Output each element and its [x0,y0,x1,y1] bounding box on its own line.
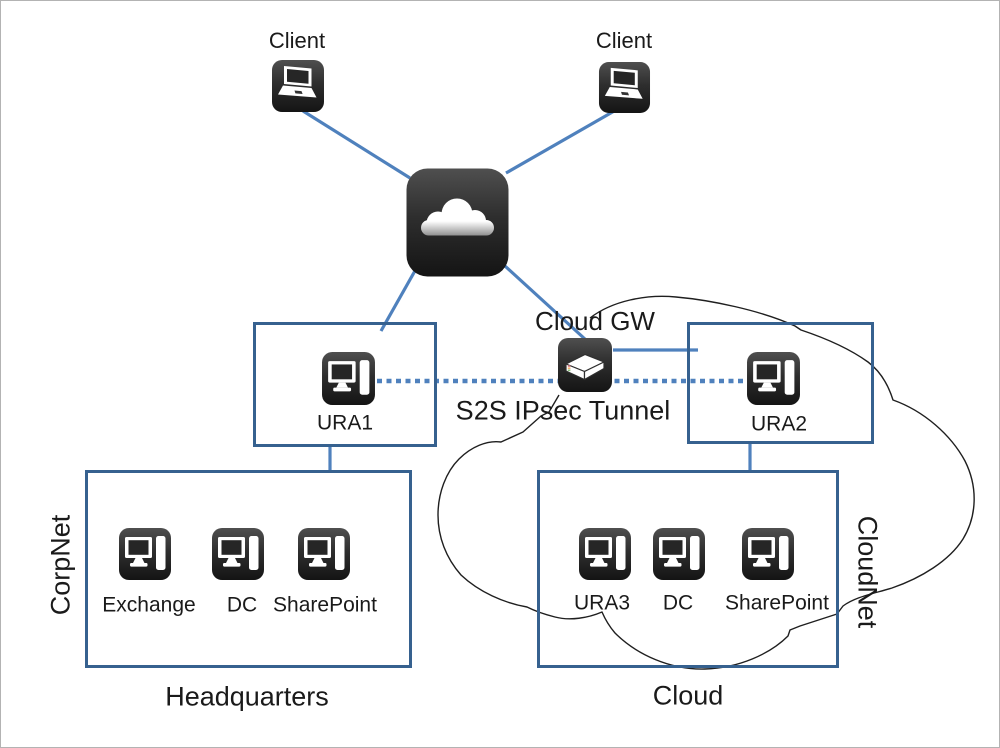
hq-dc-label: DC [226,593,258,617]
client-right-laptop-icon [598,61,651,114]
cloud-sharepoint-server-icon [741,527,795,581]
exchange-label: Exchange [102,593,196,617]
ura1-box [253,322,437,447]
hq-sharepoint-label: SharePoint [273,593,377,617]
internet-cloud-icon [405,167,510,278]
corpnet-label: CorpNet [45,514,76,616]
connector-internet-ura1 [379,268,418,332]
cloud-gateway-icon [557,337,613,393]
client-left-laptop-icon [271,59,325,113]
cloud-site-box [537,470,839,668]
cloud-site-title: Cloud [652,680,724,711]
client-right-label: Client [595,28,653,53]
headquarters-box [85,470,412,668]
ura3-label: URA3 [573,591,631,615]
cloud-sharepoint-label: SharePoint [725,591,829,615]
hq-dc-server-icon [211,527,265,581]
ura2-box [687,322,874,444]
cloud-dc-label: DC [662,591,694,615]
ura1-label: URA1 [316,411,374,435]
headquarters-title: Headquarters [165,681,329,712]
cloudnet-cloud-outline [437,295,975,670]
exchange-server-icon [118,527,172,581]
tunnel-label: S2S IPsec Tunnel [455,395,671,426]
cloudnet-label: CloudNet [852,515,883,629]
cloud-gw-label: Cloud GW [535,306,655,336]
connector-client-right-internet [505,108,617,175]
cloud-dc-server-icon [652,527,706,581]
ura1-server-icon [321,351,376,406]
ura2-label: URA2 [750,412,808,436]
hq-sharepoint-server-icon [297,527,351,581]
ura3-server-icon [578,527,632,581]
ura2-server-icon [746,351,801,406]
connector-client-left-internet [302,109,411,180]
connector-internet-gateway [503,264,588,342]
client-left-label: Client [268,28,326,53]
